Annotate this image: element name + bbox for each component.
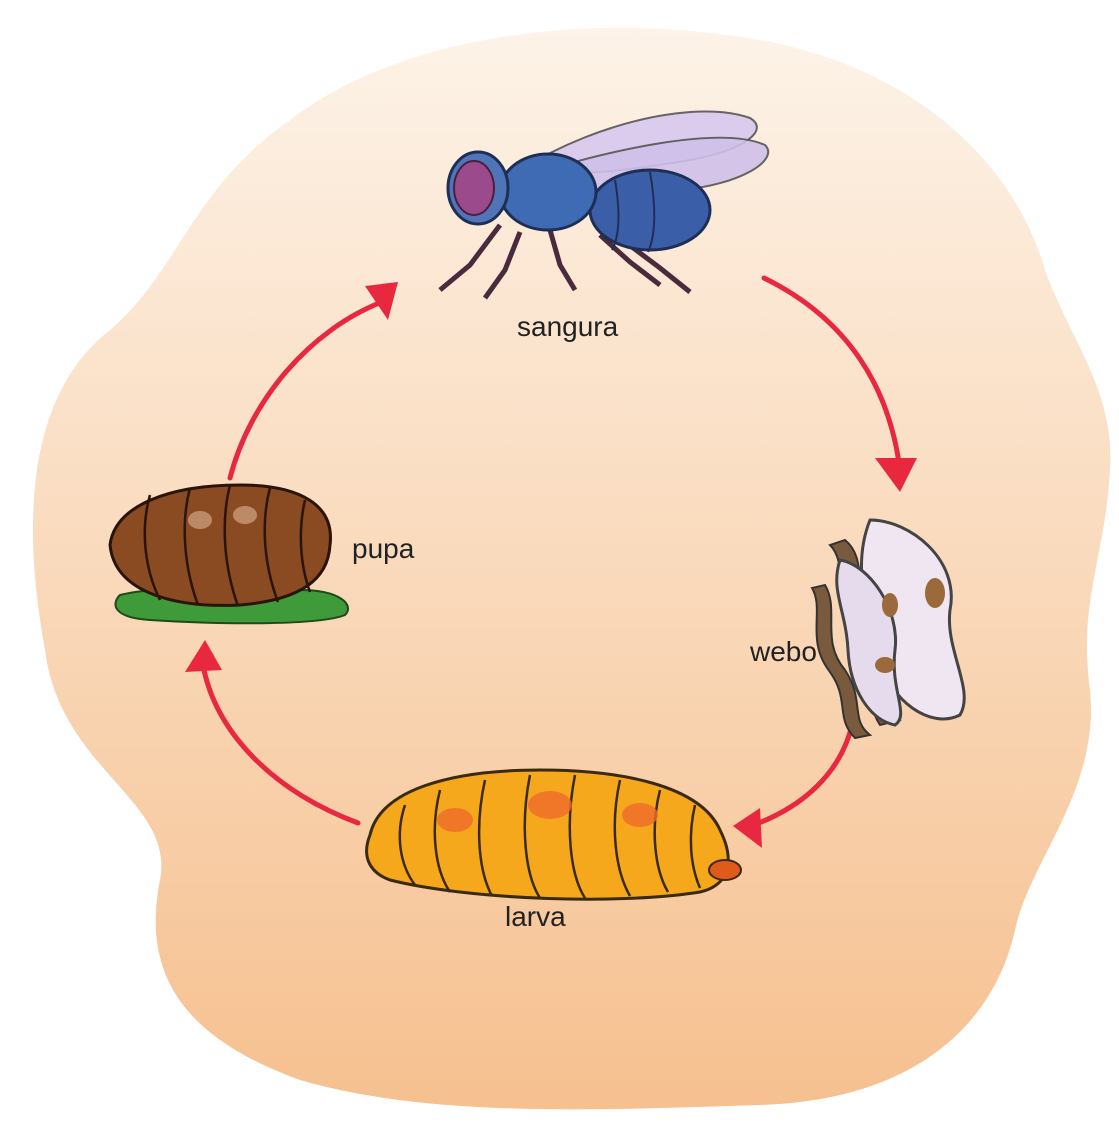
pupa-icon [110, 485, 348, 623]
label-larva: larva [505, 901, 566, 933]
label-adult: sangura [517, 311, 618, 343]
label-pupa: pupa [352, 533, 414, 565]
label-egg: webo [750, 636, 817, 668]
